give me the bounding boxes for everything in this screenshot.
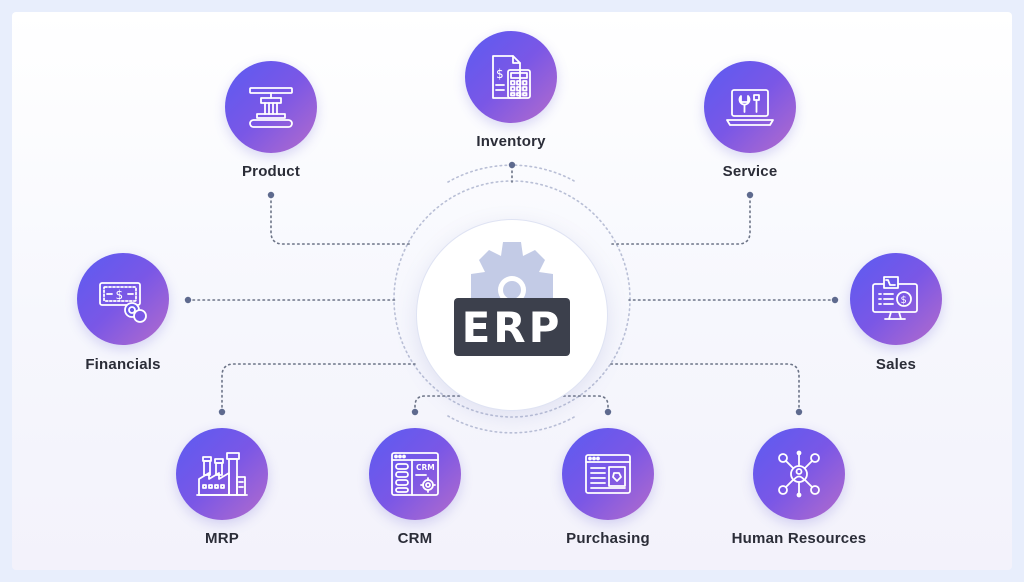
label-service: Service — [722, 163, 778, 180]
node-hr[interactable] — [753, 428, 845, 520]
label-inventory: Inventory — [476, 133, 546, 150]
connector-purchasing — [553, 395, 609, 413]
factory-icon — [196, 452, 248, 496]
node-mrp[interactable] — [176, 428, 268, 520]
connector-dot-mrp — [218, 408, 226, 416]
connector-product — [270, 195, 413, 245]
label-purchasing: Purchasing — [566, 530, 650, 547]
node-product[interactable] — [225, 61, 317, 153]
connector-dot-product — [267, 191, 275, 199]
dollar-glyph: $ — [901, 295, 907, 306]
node-service[interactable] — [704, 61, 796, 153]
outer-ring-arc-bottom — [447, 415, 577, 434]
erp-label: ERP — [461, 302, 563, 352]
node-inventory[interactable]: $ — [465, 31, 557, 123]
label-crm: CRM — [397, 530, 433, 547]
label-financials: Financials — [85, 356, 161, 373]
label-sales: Sales — [875, 356, 917, 373]
dollar-glyph: $ — [116, 288, 124, 302]
node-crm[interactable]: CRM — [369, 428, 461, 520]
monitor-cart-icon: $ — [872, 276, 918, 320]
laptop-tools-icon — [726, 89, 774, 126]
calculator-document-icon: $ — [492, 55, 531, 99]
connector-dot-sales — [831, 296, 839, 304]
people-network-icon — [778, 450, 820, 498]
connector-mrp — [221, 363, 416, 413]
node-sales[interactable]: $ — [850, 253, 942, 345]
connector-dot-service — [746, 191, 754, 199]
connector-hr — [609, 363, 800, 413]
browser-tag-icon — [585, 454, 631, 494]
label-product: Product — [241, 163, 301, 180]
crm-glyph: CRM — [416, 463, 435, 472]
connector-dot-hr — [795, 408, 803, 416]
node-purchasing[interactable] — [562, 428, 654, 520]
cash-coins-icon: $ — [99, 282, 147, 323]
gear-icon — [471, 242, 553, 304]
press-machine-icon — [249, 87, 293, 128]
label-hr: Human Resources — [731, 530, 867, 547]
connector-crm — [414, 395, 471, 413]
connector-dot-crm — [411, 408, 419, 416]
connector-dot-inventory — [508, 161, 516, 169]
crm-window-icon: CRM — [391, 452, 439, 496]
connector-service — [611, 195, 751, 245]
dollar-glyph: $ — [496, 67, 504, 81]
label-mrp: MRP — [205, 530, 239, 547]
connector-dot-purchasing — [604, 408, 612, 416]
connector-dot-financials — [184, 296, 192, 304]
node-financials[interactable]: $ — [77, 253, 169, 345]
erp-label-plate: ERP — [454, 298, 570, 356]
